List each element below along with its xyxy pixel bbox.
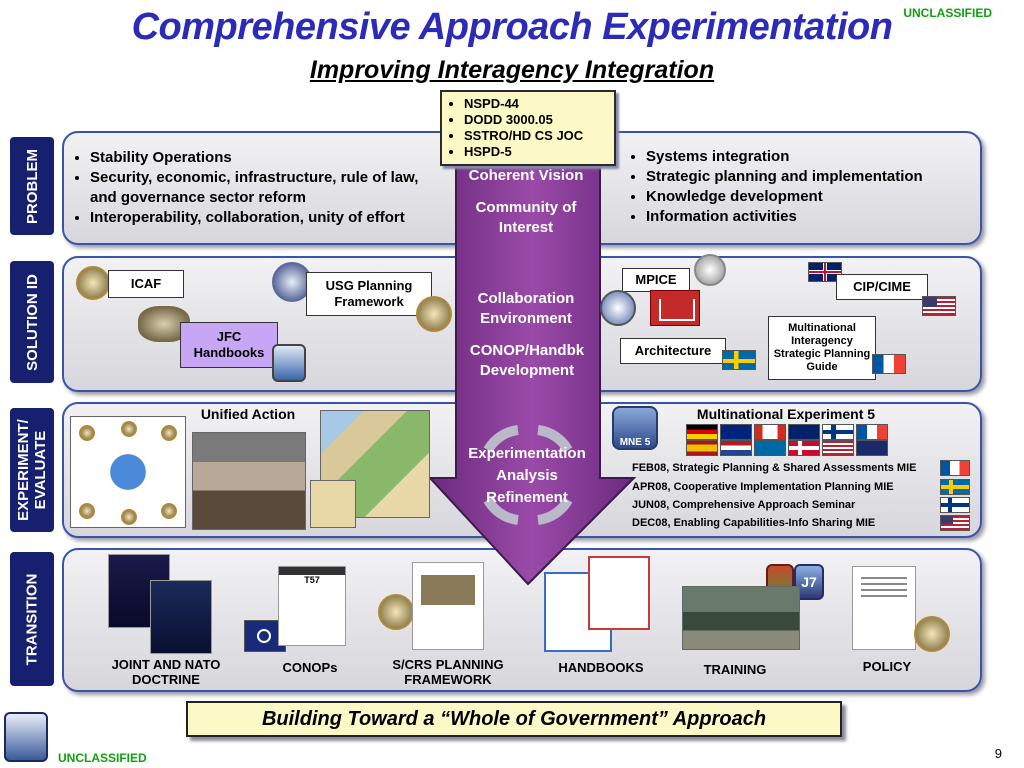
denmark-flag-icon bbox=[788, 440, 820, 456]
transition-caption: HANDBOOKS bbox=[558, 660, 644, 675]
mne5-event: DEC08, Enabling Capabilities-Info Sharin… bbox=[632, 517, 876, 529]
architecture-box: Architecture bbox=[620, 338, 726, 364]
mne5-event: APR08, Cooperative Implementation Planni… bbox=[632, 481, 894, 493]
j7-badge-icon: J7 bbox=[794, 564, 824, 600]
problem-item: Information activities bbox=[646, 207, 973, 227]
handbook-cover-icon bbox=[272, 344, 306, 382]
mne5-event: FEB08, Strategic Planning & Shared Asses… bbox=[632, 462, 917, 474]
problem-right-list: Systems integration Strategic planning a… bbox=[628, 147, 973, 227]
mne5-event: JUN08, Comprehensive Approach Seminar bbox=[632, 499, 856, 511]
nato-flag-icon bbox=[856, 440, 888, 456]
classification-bottom: UNCLASSIFIED bbox=[58, 751, 147, 765]
army-engineer-castle-icon bbox=[650, 290, 700, 326]
refinement-label: Refinement bbox=[486, 489, 568, 506]
transition-caption: TRAINING bbox=[703, 662, 767, 677]
sweden-flag-icon bbox=[722, 350, 756, 370]
community-label: Community of Interest bbox=[475, 199, 577, 236]
problem-item: Strategic planning and implementation bbox=[646, 167, 973, 187]
germany-flag-icon bbox=[686, 424, 718, 440]
transition-tab: TRANSITION bbox=[10, 552, 54, 686]
us-flag-icon bbox=[940, 515, 970, 531]
multinational-guide-box: Multinational Interagency Strategic Plan… bbox=[768, 316, 876, 380]
analysis-label: Analysis bbox=[496, 467, 558, 484]
collaboration-label: Collaboration Environment bbox=[477, 290, 575, 327]
whole-of-government-banner: Building Toward a “Whole of Government” … bbox=[186, 701, 842, 737]
transition-caption: POLICY bbox=[862, 659, 912, 674]
globe-seals-image bbox=[70, 416, 186, 528]
classification-top: UNCLASSIFIED bbox=[903, 6, 992, 20]
policy-item: SSTRO/HD CS JOC bbox=[464, 128, 614, 144]
joint-doctrine-cover bbox=[150, 580, 212, 654]
cycle-icon bbox=[483, 425, 573, 525]
finland-flag-icon bbox=[822, 424, 854, 440]
coherent-vision-label: Coherent Vision bbox=[468, 167, 584, 184]
australia-flag-icon bbox=[720, 424, 752, 440]
page-title: Comprehensive Approach Experimentation bbox=[131, 6, 893, 48]
mne5-label: Multinational Experiment 5 bbox=[696, 406, 876, 422]
conop-label: CONOP/Handbk Development bbox=[469, 342, 585, 379]
spain-flag-icon bbox=[686, 440, 718, 456]
usg-planning-box: USG Planning Framework bbox=[306, 272, 432, 316]
icaf-box: ICAF bbox=[108, 270, 184, 298]
us-flag-icon bbox=[922, 296, 956, 316]
canada-flag-icon bbox=[754, 424, 786, 440]
netherlands-flag-icon bbox=[720, 440, 752, 456]
sweden-flag-icon bbox=[940, 479, 970, 495]
mne5-badge-icon: MNE 5 bbox=[612, 406, 658, 450]
cip-cime-box: CIP/CIME bbox=[836, 274, 928, 300]
problem-left-list: Stability Operations Security, economic,… bbox=[72, 148, 444, 228]
policy-item: HSPD-5 bbox=[464, 144, 614, 160]
sweden-flag-icon bbox=[754, 440, 786, 456]
state-seal-icon bbox=[76, 266, 110, 300]
us-flag-icon bbox=[822, 440, 854, 456]
page-number: 9 bbox=[994, 746, 1002, 761]
france-flag-icon bbox=[940, 460, 970, 476]
state-seal-icon bbox=[378, 594, 414, 630]
usip-seal-icon bbox=[694, 254, 726, 286]
problem-item: Security, economic, infrastructure, rule… bbox=[90, 168, 444, 208]
solution-tab: SOLUTION ID bbox=[10, 261, 54, 383]
experimentation-label: Experimentation bbox=[468, 445, 586, 462]
policy-document bbox=[852, 566, 916, 650]
state-seal-icon bbox=[416, 296, 452, 332]
dod-seal-icon bbox=[272, 262, 312, 302]
problem-item: Interoperability, collaboration, unity o… bbox=[90, 208, 444, 228]
training-photo bbox=[682, 586, 800, 650]
scrs-framework-document bbox=[412, 562, 484, 650]
problem-item: Knowledge development bbox=[646, 187, 973, 207]
handbook-document bbox=[588, 556, 650, 630]
france-flag-icon bbox=[872, 354, 906, 374]
problem-tab: PROBLEM bbox=[10, 137, 54, 235]
process-arrow bbox=[427, 128, 637, 586]
uk-flag-icon bbox=[788, 424, 820, 440]
uk-flag-icon bbox=[808, 262, 842, 282]
state-seal-icon bbox=[914, 616, 950, 652]
page-subtitle: Improving Interagency Integration bbox=[309, 56, 715, 84]
france-flag-icon bbox=[856, 424, 888, 440]
africa-inset-map bbox=[310, 480, 356, 528]
finland-flag-icon bbox=[940, 497, 970, 513]
mpice-box: MPICE bbox=[622, 268, 690, 292]
conops-document: T57 bbox=[278, 566, 346, 646]
problem-item: Systems integration bbox=[646, 147, 973, 167]
transition-caption: S/CRS PLANNING FRAMEWORK bbox=[392, 657, 504, 687]
policy-item: DODD 3000.05 bbox=[464, 112, 614, 128]
usaid-seal-icon bbox=[600, 290, 636, 326]
jfc-handbooks-box: JFC Handbooks bbox=[180, 322, 278, 368]
experiment-tab: EXPERIMENT/ EVALUATE bbox=[10, 408, 54, 532]
unified-action-label: Unified Action bbox=[200, 406, 296, 422]
problem-item: Stability Operations bbox=[90, 148, 444, 168]
conference-photo bbox=[192, 432, 306, 530]
jfcom-logo-icon bbox=[4, 712, 48, 762]
transition-caption: CONOPs bbox=[282, 660, 338, 675]
policy-item: NSPD-44 bbox=[464, 96, 614, 112]
transition-caption: JOINT AND NATO DOCTRINE bbox=[111, 657, 221, 687]
policy-directives-box: NSPD-44 DODD 3000.05 SSTRO/HD CS JOC HSP… bbox=[440, 90, 616, 166]
